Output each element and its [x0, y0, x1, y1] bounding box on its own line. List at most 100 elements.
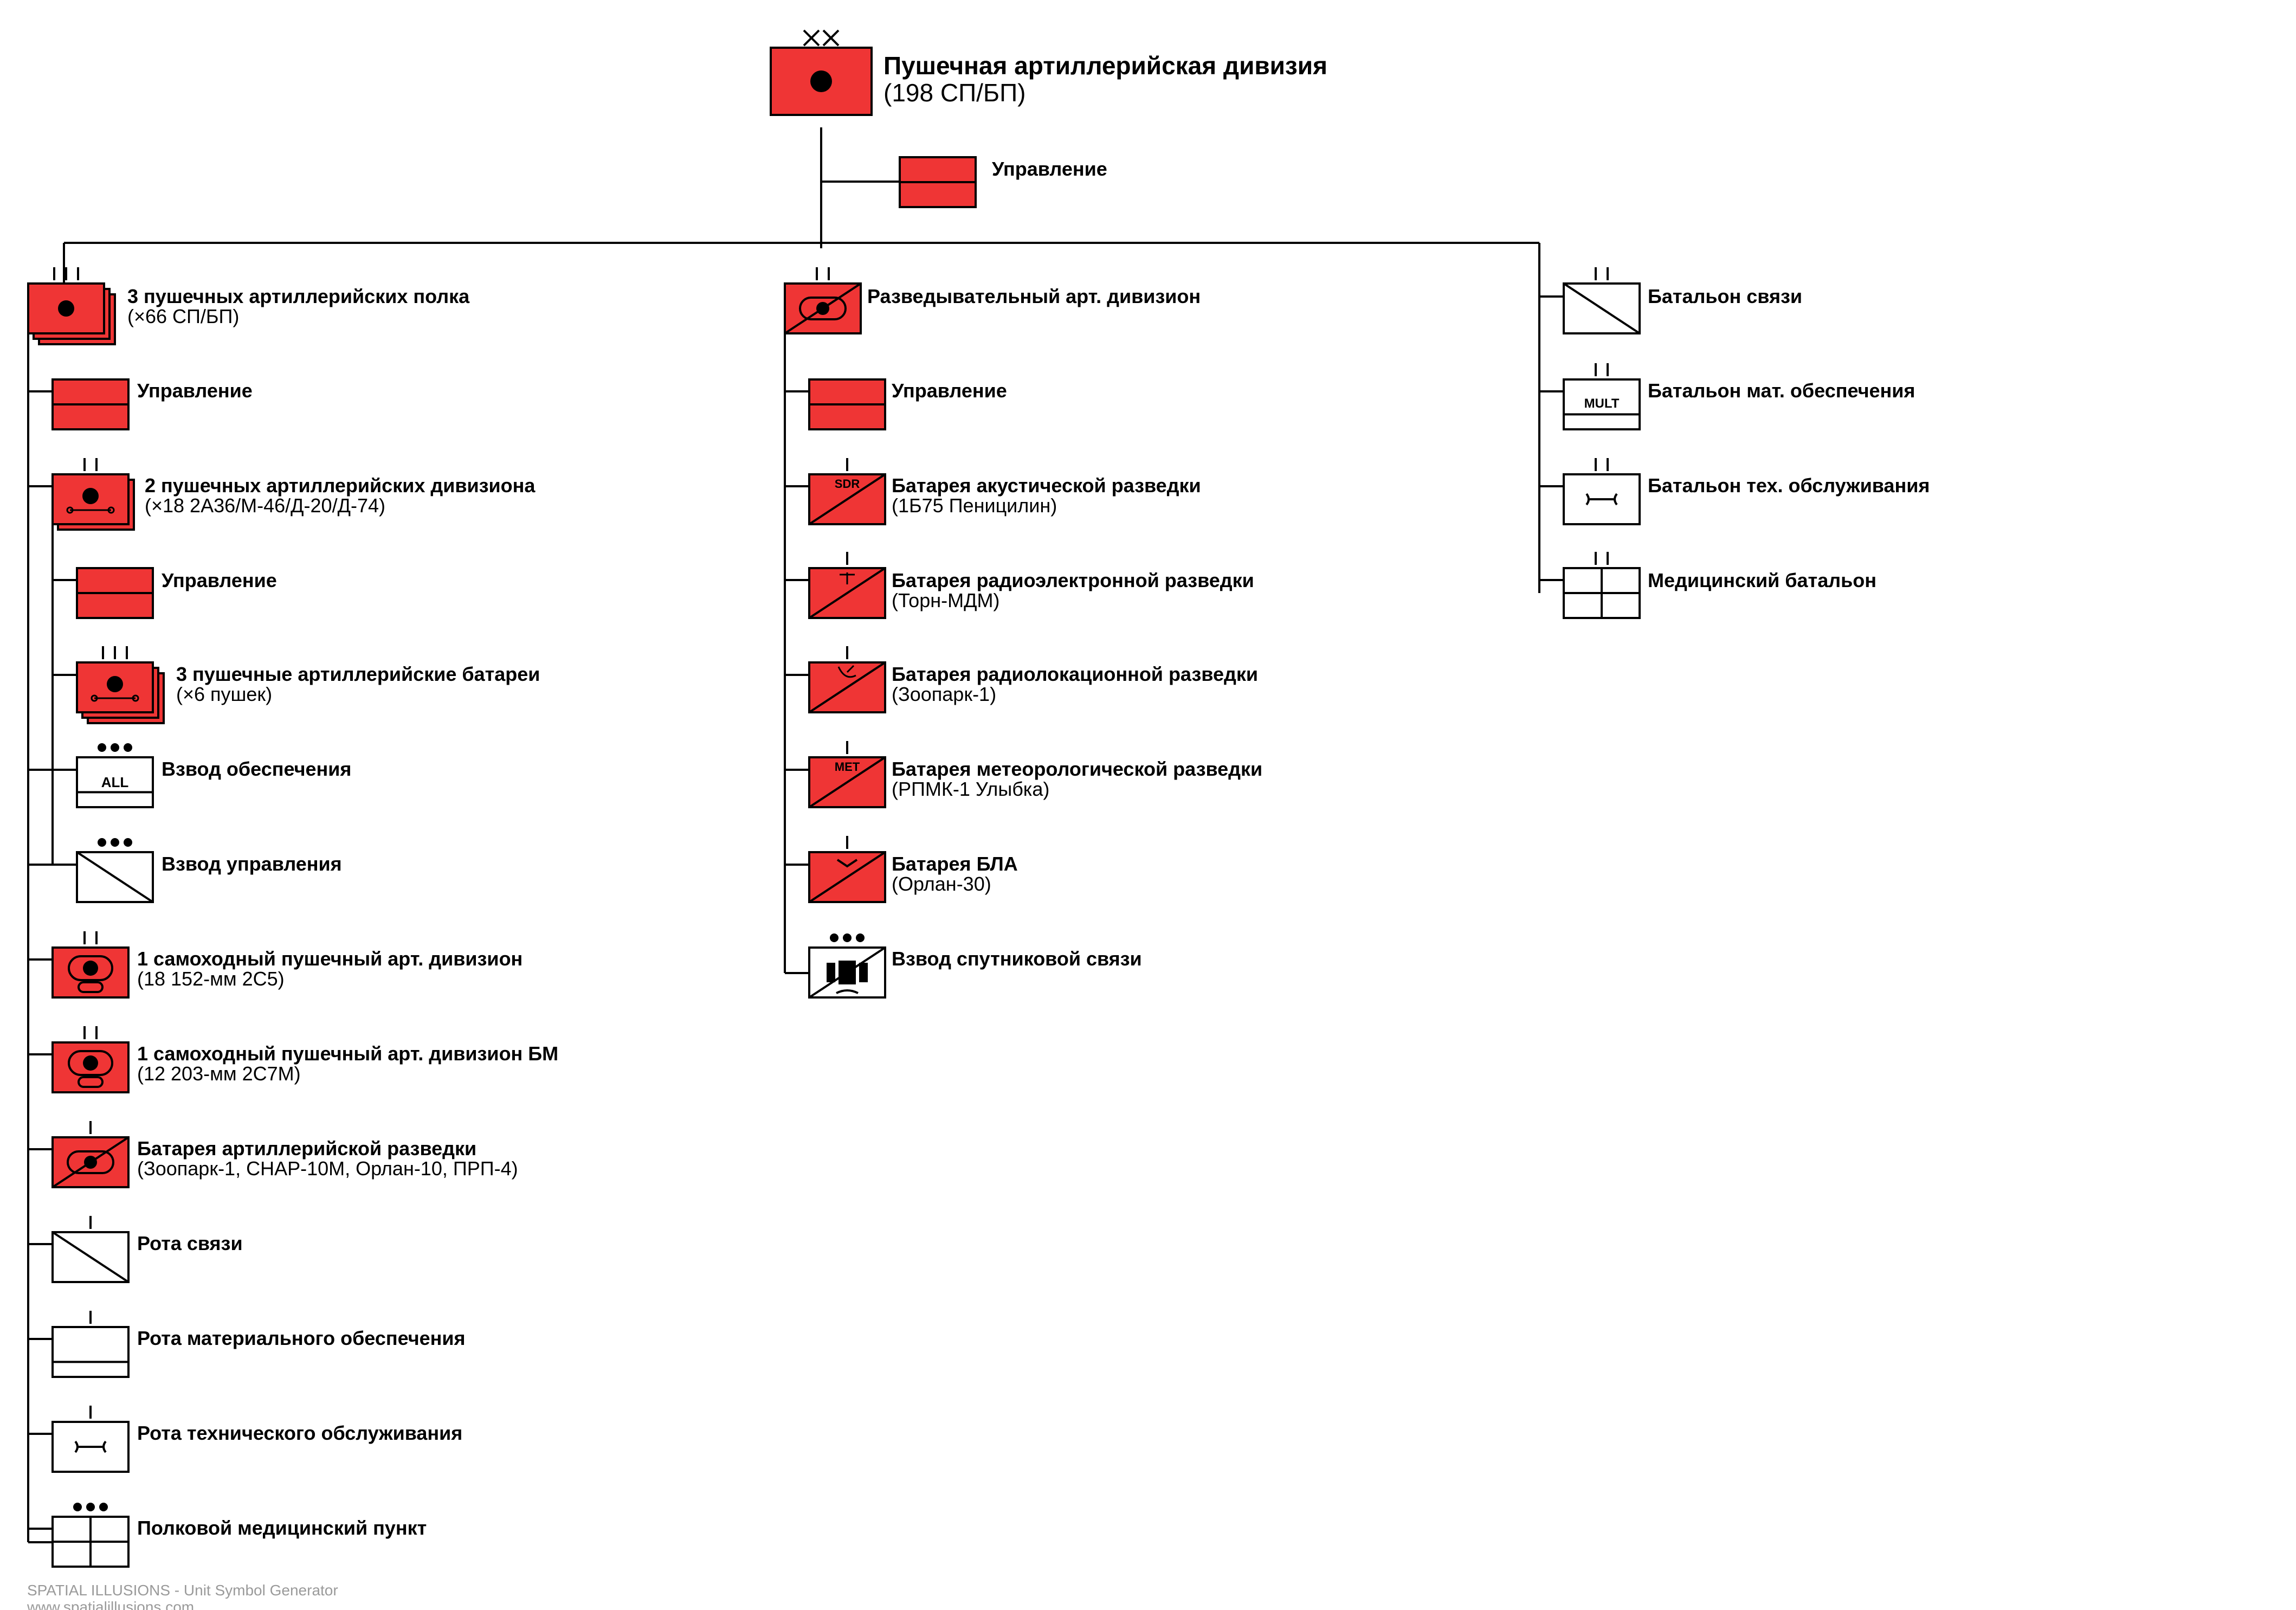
signal-platoon-title: Взвод управления	[162, 853, 342, 875]
batteries-title: 3 пушечные артиллерийские батареи	[176, 663, 540, 685]
batteries-symbol	[76, 646, 165, 724]
support-medical-symbol	[1563, 552, 1641, 619]
echelon-dot	[111, 838, 119, 847]
footer-line1: SPATIAL ILLUSIONS - Unit Symbol Generato…	[27, 1582, 338, 1599]
echelon-dot	[843, 933, 852, 942]
wheel-icon	[107, 506, 115, 514]
meteo-label: Батарея метеорологической разведки (РПМК…	[892, 759, 1262, 799]
maintenance-icon	[1585, 493, 1618, 506]
battalion-hq-title: Управление	[162, 569, 277, 591]
echelon-dot	[124, 838, 132, 847]
signal-icon	[51, 1231, 130, 1283]
recon-diagonal	[808, 661, 886, 713]
electronic-symbol	[808, 552, 886, 619]
support-supply-title: Батальон мат. обеспечения	[1648, 379, 1916, 402]
unit-frame	[76, 661, 154, 713]
radar-subtitle: (Зоопарк-1)	[892, 683, 997, 705]
unit-frame	[51, 473, 130, 525]
sp-battalion-label: 1 самоходный пушечный арт. дивизион (18 …	[137, 949, 523, 989]
modifier-text: MULT	[1584, 396, 1620, 411]
medical-post-label: Полковой медицинский пункт	[137, 1518, 427, 1538]
unit-frame	[51, 1421, 130, 1473]
maintenance-company-label: Рота технического обслуживания	[137, 1423, 462, 1443]
supply-platoon-label: Взвод обеспечения	[162, 759, 351, 779]
tracked-icon	[799, 297, 847, 320]
recon-label: Разведывательный арт. дивизион	[867, 286, 1201, 306]
division-subtitle: (198 СП/БП)	[883, 79, 1026, 107]
uav-icon	[836, 859, 858, 868]
meteo-title: Батарея метеорологической разведки	[892, 758, 1263, 780]
support-medical-title: Медицинский батальон	[1648, 569, 1876, 591]
regiments-title: 3 пушечных артиллерийских полка	[127, 285, 470, 307]
electronic-subtitle: (Торн-МДМ)	[892, 589, 1000, 611]
regiment-hq-title: Управление	[137, 379, 253, 402]
battalions-title: 2 пушечных артиллерийских дивизиона	[145, 474, 536, 497]
echelon-dot	[73, 1503, 82, 1511]
support-maintenance-symbol	[1563, 458, 1641, 525]
battalions-subtitle: (×18 2А36/М-46/Д-20/Д-74)	[145, 494, 385, 517]
radar-title: Батарея радиолокационной разведки	[892, 663, 1258, 685]
echelon-dot	[99, 1503, 108, 1511]
medical-post-symbol	[51, 1503, 130, 1568]
signal-icon	[1563, 282, 1641, 334]
medical-post-title: Полковой медицинский пункт	[137, 1517, 427, 1539]
satcom-title: Взвод спутниковой связи	[892, 948, 1142, 970]
regiments-subtitle: (×66 СП/БП)	[127, 305, 240, 327]
satcom-label: Взвод спутниковой связи	[892, 949, 1142, 969]
support-supply-label: Батальон мат. обеспечения	[1648, 381, 1915, 401]
batteries-subtitle: (×6 пушек)	[176, 683, 273, 705]
regiment-hq-label: Управление	[137, 381, 253, 401]
turret-icon	[68, 955, 113, 981]
recon-diagonal	[808, 473, 886, 525]
modifier-text: MET	[835, 760, 860, 774]
regiments-label: 3 пушечных артиллерийских полка (×66 СП/…	[127, 286, 469, 326]
radar-symbol	[808, 646, 886, 713]
signal-company-symbol	[51, 1216, 130, 1283]
signal-company-label: Рота связи	[137, 1233, 243, 1253]
recon-title: Разведывательный арт. дивизион	[867, 285, 1201, 307]
dish-icon	[836, 989, 859, 994]
echelon-dot	[124, 743, 132, 752]
support-maintenance-title: Батальон тех. обслуживания	[1648, 474, 1930, 497]
supply-platoon-symbol: ALL	[76, 743, 154, 808]
signal-icon	[76, 851, 154, 903]
uav-symbol	[808, 836, 886, 903]
battalions-symbol	[51, 458, 135, 531]
sp-battalion-title: 1 самоходный пушечный арт. дивизион	[137, 948, 523, 970]
footer-line2: www.spatialillusions.com	[27, 1599, 195, 1610]
cannon-icon	[84, 1156, 97, 1169]
uav-label: Батарея БЛА (Орлан-30)	[892, 854, 1018, 894]
hq-title: Управление	[992, 158, 1107, 180]
sp-battalion-symbol	[51, 931, 130, 999]
battalion-hq-label: Управление	[162, 570, 277, 590]
sp-battalion-subtitle: (18 152-мм 2С5)	[137, 968, 285, 990]
support-signal-symbol	[1563, 267, 1641, 334]
recon-battery-label: Батарея артиллерийской разведки (Зоопарк…	[137, 1138, 518, 1178]
hq-symbol	[899, 156, 977, 208]
support-signal-title: Батальон связи	[1648, 285, 1802, 307]
cannon-icon	[83, 1055, 98, 1071]
signal-company-title: Рота связи	[137, 1232, 243, 1254]
echelon-dot	[98, 838, 106, 847]
echelon-x	[803, 29, 820, 47]
radar-label: Батарея радиолокационной разведки (Зоопа…	[892, 664, 1258, 704]
division-title: Пушечная артиллерийская дивизия	[883, 51, 1327, 80]
sp-battalion-bm-symbol	[51, 1026, 130, 1093]
echelon-dot	[98, 743, 106, 752]
echelon-dot	[111, 743, 119, 752]
modifier-text: ALL	[101, 774, 129, 790]
satellite-icon	[839, 961, 856, 984]
cannon-icon	[82, 488, 99, 504]
supply-company-title: Рота материального обеспечения	[137, 1327, 466, 1349]
recon-battery-title: Батарея артиллерийской разведки	[137, 1137, 477, 1160]
signal-platoon-symbol	[76, 838, 154, 903]
echelon-dot	[86, 1503, 95, 1511]
recon-symbol	[784, 267, 862, 334]
battalions-label: 2 пушечных артиллерийских дивизиона (×18…	[145, 475, 535, 516]
unit-frame	[1563, 378, 1641, 430]
maintenance-company-title: Рота технического обслуживания	[137, 1422, 463, 1444]
unit-frame	[76, 756, 154, 808]
support-medical-label: Медицинский батальон	[1648, 570, 1876, 590]
